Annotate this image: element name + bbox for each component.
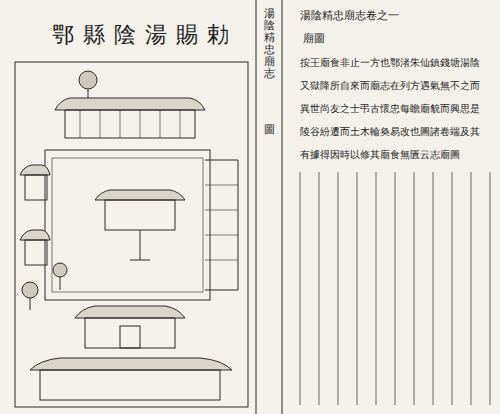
tree-trunk [60, 277, 61, 290]
column-rule [376, 172, 377, 405]
margin-section: 圖 [264, 124, 275, 136]
gate-roof [75, 306, 185, 318]
hall-body [65, 110, 195, 138]
tree [79, 71, 97, 89]
margin-rule [282, 0, 283, 414]
side-room-divisions [205, 185, 238, 260]
column-rule [471, 172, 472, 405]
tree-trunk [30, 298, 31, 310]
column-rule [433, 172, 434, 405]
mid-roof [95, 190, 185, 200]
path-steps [130, 230, 150, 260]
chapter-heading: 湯陰精忠廟志卷之一 [300, 8, 399, 23]
column-rule [452, 172, 453, 405]
column-rules [300, 172, 490, 405]
left-pavilion-roof [20, 230, 50, 240]
column-rule [395, 172, 396, 405]
courtyard-inner [52, 158, 203, 292]
title-plaque: 勅賜湯陰縣鄂 [52, 20, 238, 50]
left-pavilion-roof [20, 165, 50, 175]
body-text: 異世尚友之士弔古懷忠每瞻廟貌而興思是 [300, 102, 480, 116]
illustration-frame [15, 62, 248, 407]
tree-trunk [88, 89, 89, 98]
mid-hall [105, 200, 175, 230]
body-text: 又獄降所自來而廟志在列方遇氣無不之而 [300, 79, 480, 93]
hall-columns [80, 110, 180, 138]
outer-gate [40, 370, 220, 400]
body-text: 有據得因時以修其廟食無匱云志廟圖 [300, 148, 460, 162]
side-rooms [205, 160, 238, 290]
section-heading: 廟圖 [303, 31, 325, 46]
gate-body [85, 318, 175, 348]
column-rule [357, 172, 358, 405]
tree [22, 282, 38, 298]
column-rule [319, 172, 320, 405]
hall-roof [55, 98, 205, 110]
left-pavilion [25, 240, 47, 265]
column-rule [338, 172, 339, 405]
gate-door [120, 326, 140, 348]
courtyard-wall [45, 150, 210, 300]
tree [53, 263, 67, 277]
column-rule [300, 172, 301, 405]
margin-title: 湯陰精忠廟志 [264, 8, 275, 81]
page-seam [256, 0, 257, 414]
column-rule [490, 172, 491, 405]
body-text: 按王廟食非止一方也鄂渚朱仙鎮錢塘湯陰 [300, 56, 480, 70]
left-pavilion [25, 175, 47, 200]
column-rule [414, 172, 415, 405]
outer-gate-roof [30, 358, 232, 370]
body-text: 陵谷紛遷而土木輪奐易改也圖諸卷端及其 [300, 125, 480, 139]
